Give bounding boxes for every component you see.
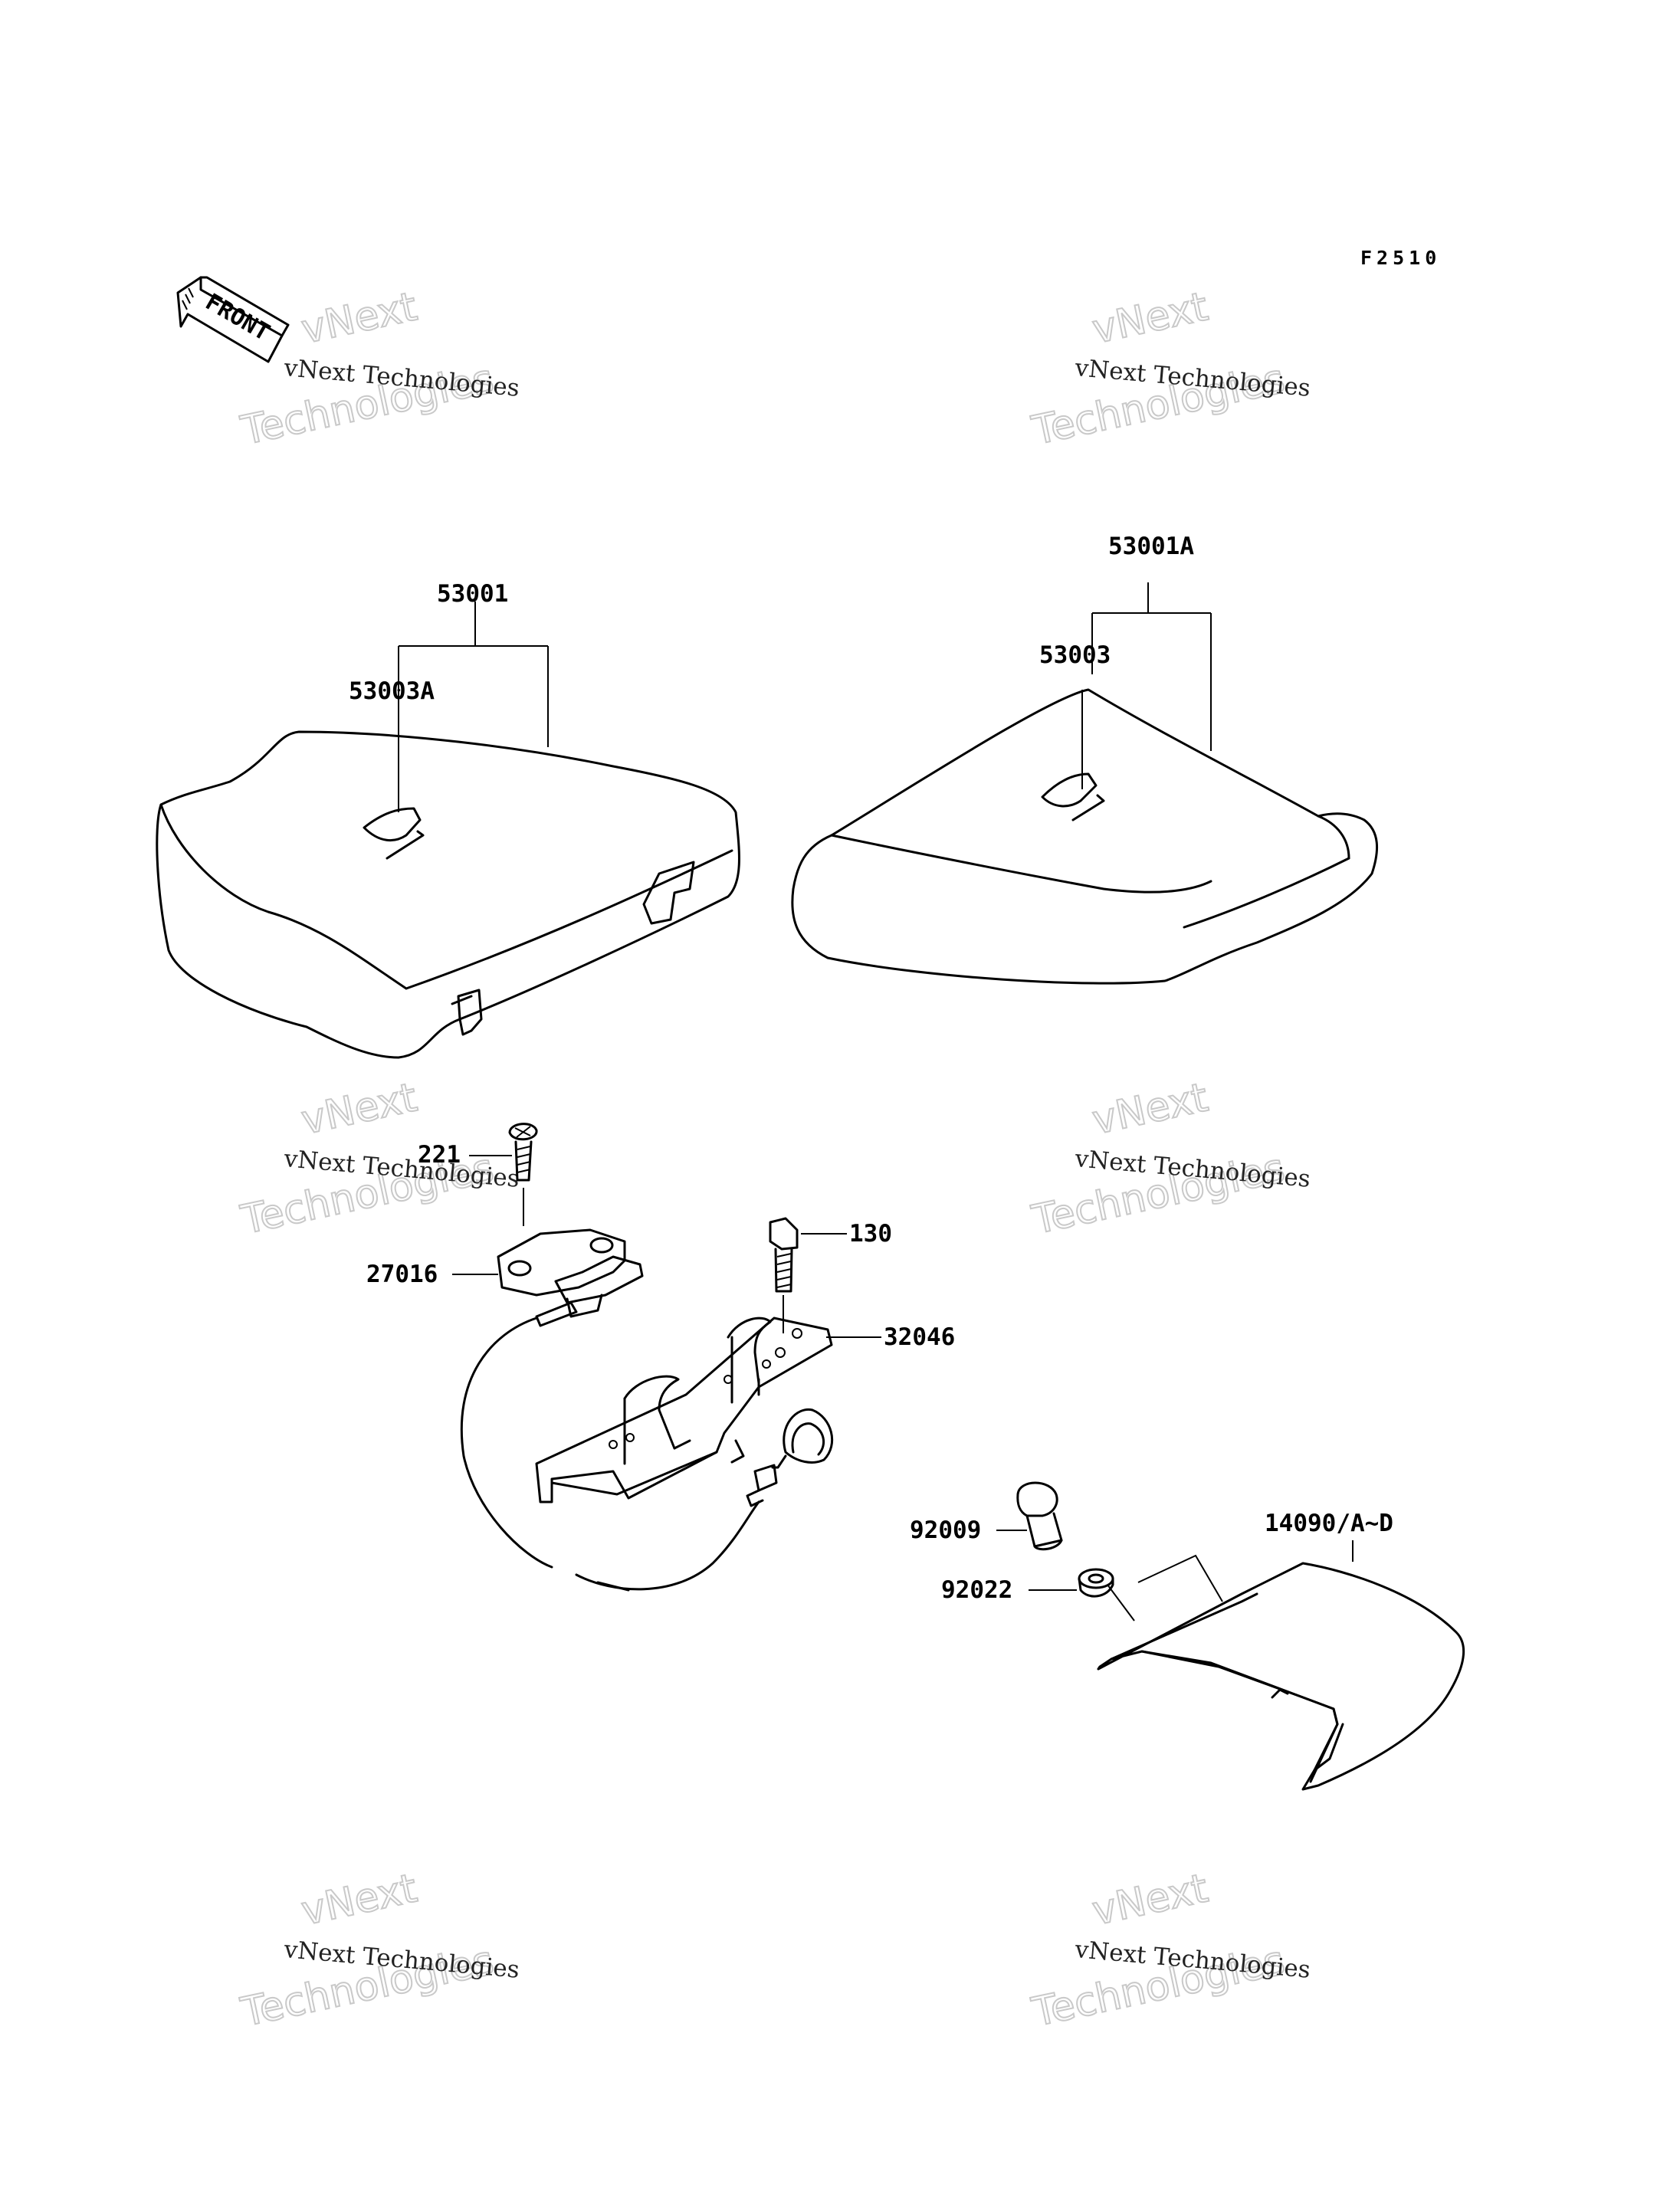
front-label: FRONT — [201, 289, 274, 346]
front-seat-drawing — [156, 730, 740, 1059]
seat-lock-bracket-drawing — [460, 1123, 834, 1592]
part-label-130: 130 — [849, 1220, 892, 1248]
part-label-32046: 32046 — [884, 1323, 955, 1351]
seat-leader-lines — [398, 582, 1212, 812]
cover-leader-lines — [996, 1530, 1354, 1622]
watermark-line1: vNext — [1088, 1074, 1212, 1143]
figure-id: F2510 — [1360, 247, 1441, 269]
part-label-53003: 53003 — [1039, 641, 1111, 669]
watermark-mid-right: vNext Technologies vNext Technologies — [1027, 1074, 1311, 1244]
part-label-92009: 92009 — [910, 1517, 981, 1544]
rear-seat-drawing — [791, 688, 1379, 985]
watermark-mid-left: vNext Technologies vNext Technologies — [236, 1074, 520, 1244]
part-label-221: 221 — [418, 1141, 461, 1169]
watermark-bottom-right: vNext Technologies vNext Technologies — [1027, 1864, 1311, 2036]
front-arrow-icon: FRONT — [176, 276, 290, 363]
watermark-top-left: vNext Technologies vNext Technologies — [236, 283, 520, 454]
watermark-line1: vNext — [297, 284, 421, 353]
part-label-53001a: 53001A — [1108, 533, 1194, 560]
watermark-line1: vNext — [1088, 284, 1212, 353]
part-label-53003a: 53003A — [349, 677, 435, 705]
watermark-line1: vNext — [297, 1865, 421, 1934]
watermark-bottom-left: vNext Technologies vNext Technologies — [236, 1864, 520, 2036]
part-label-14090: 14090/A~D — [1265, 1510, 1393, 1537]
bracket-leader-lines — [452, 1155, 881, 1338]
watermark-line1: vNext — [1088, 1865, 1212, 1934]
watermark-line1: vNext — [297, 1074, 421, 1143]
watermark-top-right: vNext Technologies vNext Technologies — [1027, 283, 1311, 454]
part-label-53001: 53001 — [437, 580, 508, 608]
part-label-92022: 92022 — [941, 1576, 1012, 1604]
rear-cover-drawing — [1016, 1481, 1465, 1791]
part-label-27016: 27016 — [366, 1261, 438, 1288]
